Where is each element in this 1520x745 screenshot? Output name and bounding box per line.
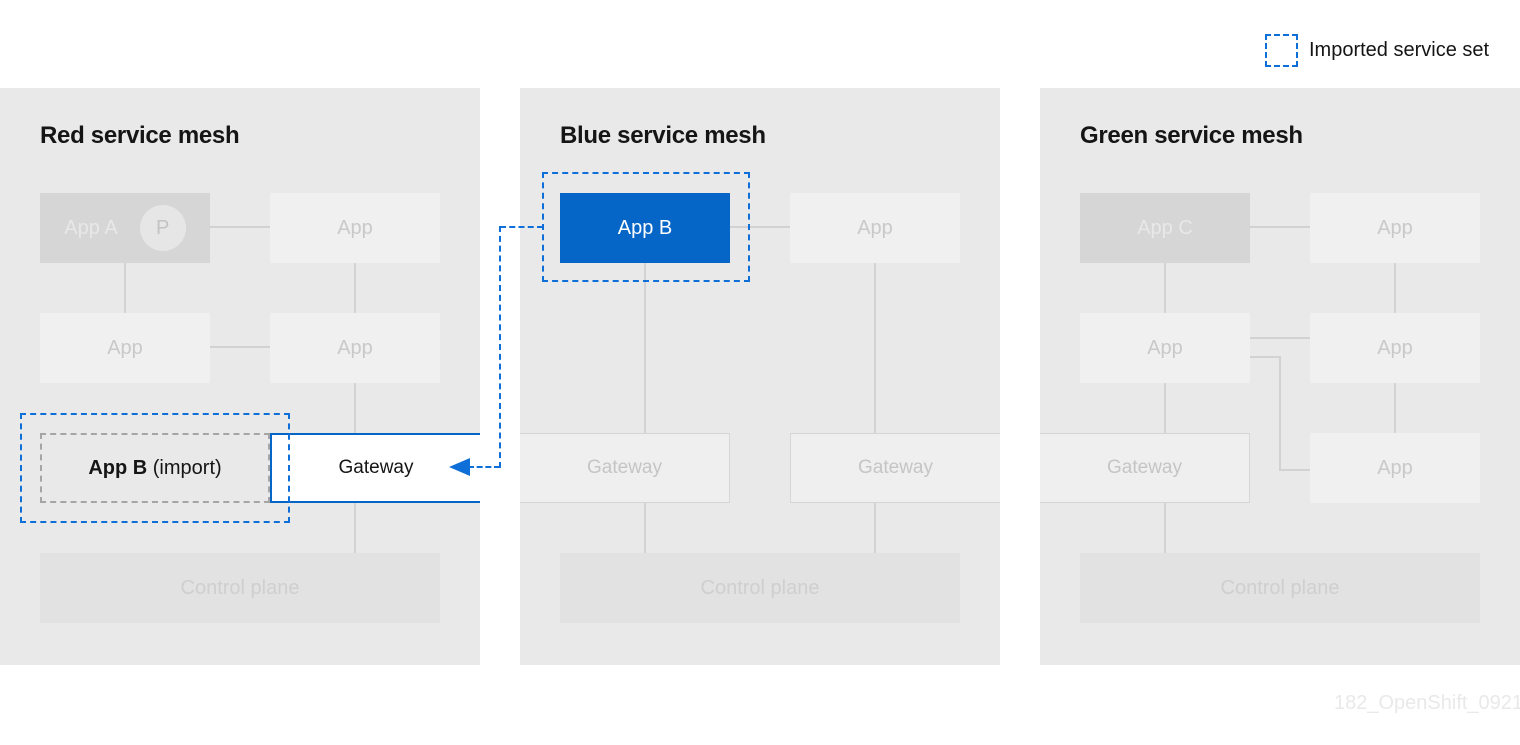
app-a-label: App A: [64, 216, 118, 239]
app-label: App: [107, 336, 143, 359]
app-box: App: [40, 313, 210, 383]
green-mesh-title: Green service mesh: [1080, 122, 1303, 149]
gateway-label: Gateway: [858, 457, 933, 478]
app-b-import-box: App B (import): [40, 433, 270, 503]
connector-line: [210, 346, 270, 348]
connector-line: [124, 263, 126, 313]
gateway-label: Gateway: [338, 457, 414, 478]
gateway-box: Gateway: [790, 433, 1000, 503]
connector-line: [1250, 226, 1310, 228]
connector-line: [1279, 469, 1310, 471]
connector-line: [730, 226, 790, 228]
gateway-label: Gateway: [587, 457, 662, 478]
control-plane-label: Control plane: [700, 576, 820, 599]
control-plane-box: Control plane: [40, 553, 440, 623]
control-plane-label: Control plane: [1220, 576, 1340, 599]
connector-line: [354, 503, 356, 553]
connector-line: [354, 263, 356, 313]
app-a-box: App A P: [40, 193, 210, 263]
connector-line: [1164, 263, 1166, 313]
import-arrow-head-icon: [449, 458, 470, 476]
imported-service-set-outline: [542, 172, 750, 282]
connector-line: [874, 263, 876, 433]
connector-line: [644, 263, 646, 433]
connector-line: [1394, 383, 1396, 433]
blue-mesh-title: Blue service mesh: [560, 122, 766, 149]
app-label: App: [857, 216, 893, 239]
gateway-box: Gateway: [1040, 433, 1250, 503]
proxy-badge: P: [139, 205, 186, 251]
app-box: App: [1310, 193, 1480, 263]
import-arrow-segment: [468, 466, 500, 468]
app-c-label: App C: [1137, 216, 1193, 239]
app-b-box: App B: [560, 193, 730, 263]
connector-line: [874, 503, 876, 553]
legend: Imported service set: [1265, 34, 1489, 67]
connector-line: [1279, 356, 1281, 471]
import-arrow-segment: [499, 226, 501, 468]
control-plane-box: Control plane: [560, 553, 960, 623]
red-mesh-title: Red service mesh: [40, 122, 240, 149]
gateway-label: Gateway: [1107, 457, 1182, 478]
legend-label: Imported service set: [1309, 39, 1490, 61]
app-label: App: [1377, 336, 1413, 359]
connector-line: [644, 503, 646, 553]
connector-line: [1394, 263, 1396, 313]
control-plane-box: Control plane: [1080, 553, 1480, 623]
app-box: App: [270, 193, 440, 263]
red-gateway-box: Gateway: [270, 433, 480, 503]
app-b-import-name: App B: [88, 456, 148, 479]
connector-line: [1164, 383, 1166, 433]
app-b-import-suffix: (import): [147, 456, 222, 479]
connector-line: [1250, 337, 1310, 339]
app-label: App: [1377, 456, 1413, 479]
connector-line: [1250, 356, 1281, 358]
app-label: App: [1377, 216, 1413, 239]
connector-line: [210, 226, 270, 228]
connector-line: [1164, 503, 1166, 553]
blue-service-mesh-panel: Blue service mesh App B App Gateway Gate…: [520, 88, 1000, 665]
app-label: App: [337, 336, 373, 359]
green-service-mesh-panel: Green service mesh App C App App App Gat…: [1040, 88, 1520, 665]
import-arrow-segment: [500, 226, 543, 228]
app-box: App: [1080, 313, 1250, 383]
app-label: App: [337, 216, 373, 239]
app-label: App: [1147, 336, 1183, 359]
app-box: App: [1310, 313, 1480, 383]
watermark-text: 182_OpenShift_0921: [1334, 692, 1520, 714]
app-box: App: [1310, 433, 1480, 503]
red-service-mesh-panel: Red service mesh App A P App App App Gat…: [0, 88, 480, 665]
control-plane-label: Control plane: [180, 576, 300, 599]
connector-line: [354, 383, 356, 433]
app-box: App: [790, 193, 960, 263]
app-c-box: App C: [1080, 193, 1250, 263]
imported-service-set-swatch-icon: [1265, 34, 1298, 67]
app-b-label: App B: [617, 216, 673, 239]
imported-service-set-outline: [20, 413, 290, 523]
app-box: App: [270, 313, 440, 383]
gateway-box: Gateway: [520, 433, 730, 503]
